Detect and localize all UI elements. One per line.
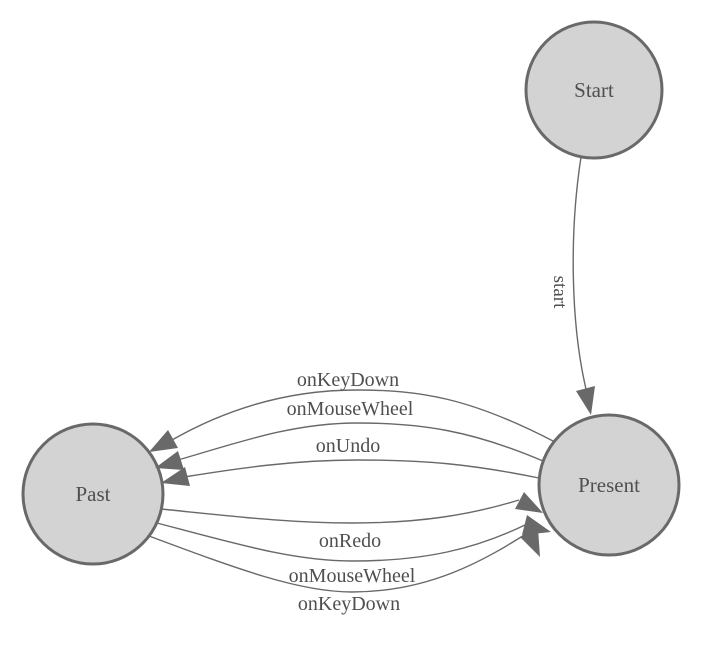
arrowhead-icon	[149, 430, 178, 452]
edge-onredo-past-to-present: onRedo	[160, 492, 543, 552]
edge-onredo-label: onRedo	[319, 530, 381, 552]
edge-onkeydown-present-to-past: onKeyDown	[149, 369, 554, 452]
node-present-label: Present	[578, 473, 640, 497]
arrowhead-icon	[155, 451, 184, 470]
edge-onredo-path	[160, 499, 520, 524]
arrowhead-icon	[520, 528, 540, 557]
arrowhead-icon	[515, 492, 543, 513]
edge-onmousewheel-bottom-label: onMouseWheel	[289, 565, 416, 587]
edge-start-label: start	[549, 276, 570, 309]
node-past-label: Past	[75, 482, 110, 506]
edge-start-to-present: start	[549, 156, 595, 415]
arrowhead-icon	[522, 515, 551, 535]
node-past: Past	[21, 422, 165, 566]
node-start-label: Start	[574, 78, 614, 102]
edge-onundo-present-to-past: onUndo	[161, 435, 540, 486]
edge-onundo-path	[183, 459, 540, 479]
edge-onmousewheel-bottom-path	[156, 522, 526, 562]
edge-onkeydown-past-to-present: onKeyDown	[148, 528, 540, 615]
edge-onkeydown-top-label: onKeyDown	[297, 369, 399, 391]
arrowhead-icon	[576, 386, 595, 415]
node-start-circle	[524, 20, 664, 160]
edge-onmousewheel-top-label: onMouseWheel	[287, 398, 414, 420]
edge-onkeydown-bottom-path	[148, 531, 530, 593]
edge-onkeydown-bottom-label: onKeyDown	[298, 593, 400, 615]
node-present-circle	[537, 413, 681, 557]
node-present: Present	[537, 413, 681, 557]
node-start: Start	[524, 20, 664, 160]
edge-onundo-label: onUndo	[316, 435, 380, 457]
edge-onkeydown-top-path	[171, 389, 554, 442]
node-past-circle	[21, 422, 165, 566]
edge-onmousewheel-present-to-past: onMouseWheel	[155, 398, 544, 470]
edge-onmousewheel-top-path	[177, 422, 544, 462]
arrowhead-icon	[161, 467, 190, 486]
edge-start-path	[572, 156, 587, 390]
edge-onmousewheel-past-to-present: onMouseWheel	[156, 515, 551, 587]
